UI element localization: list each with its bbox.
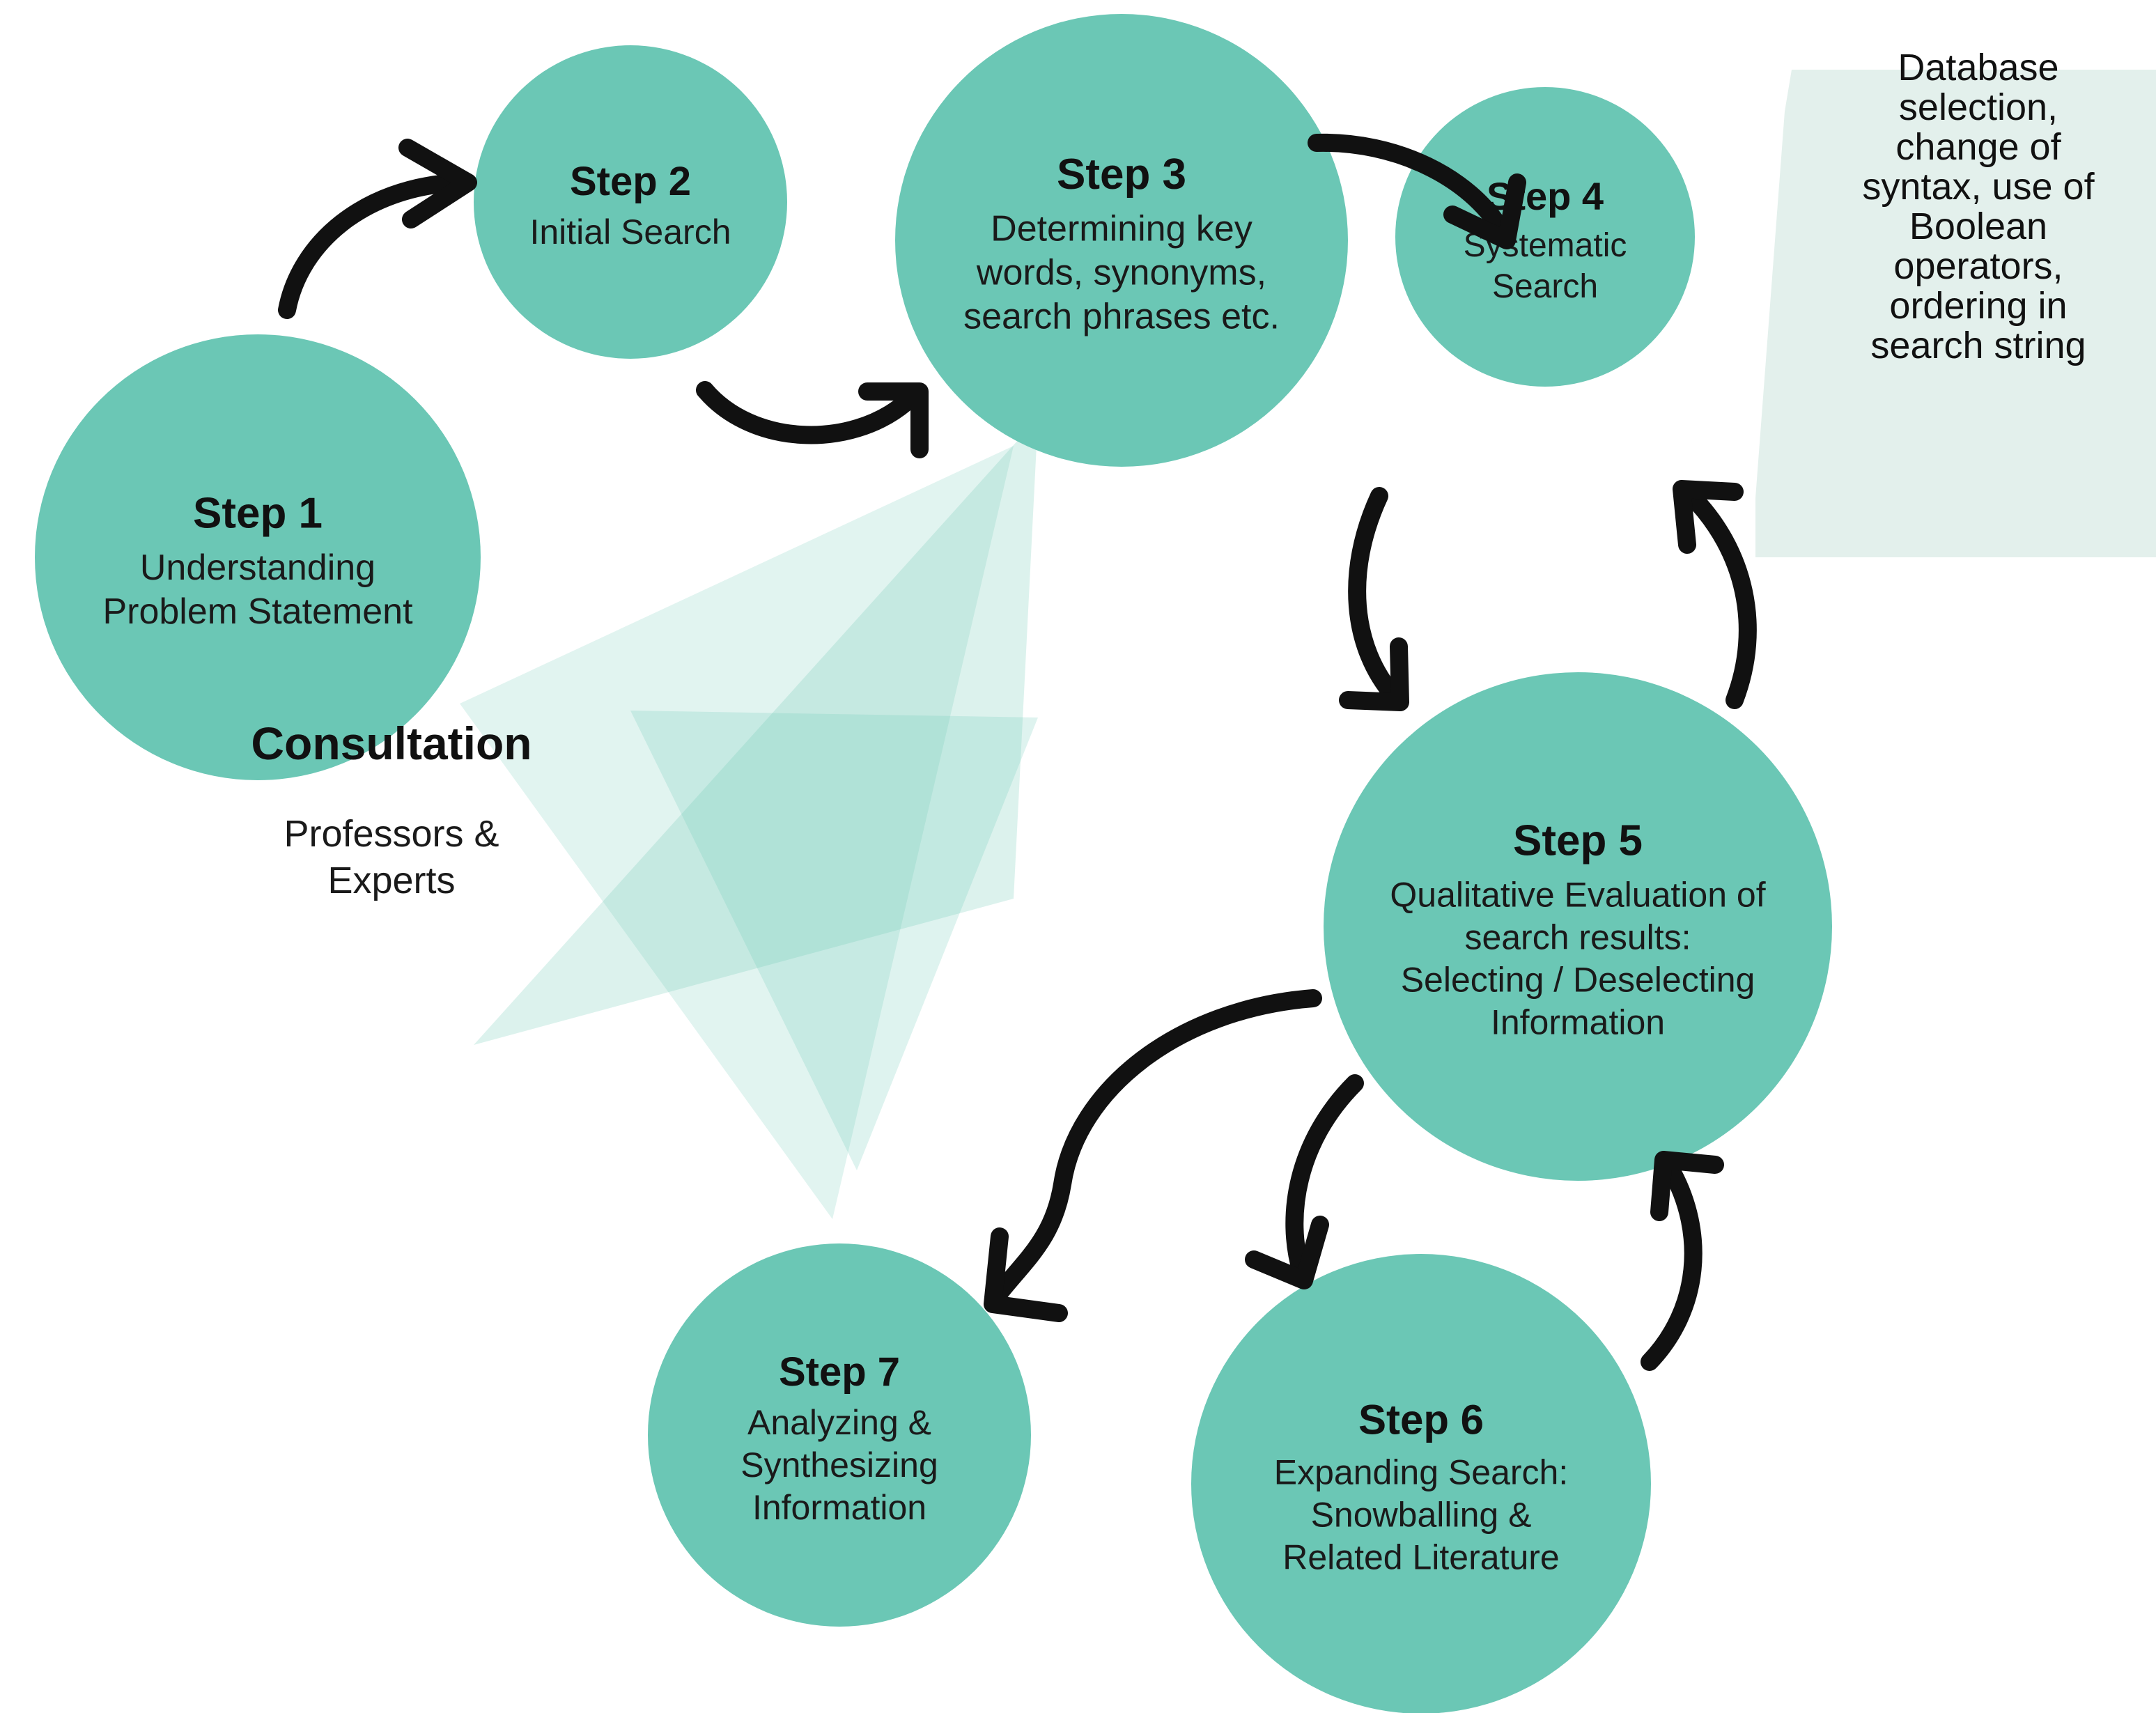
consultation-triangle-right — [474, 418, 1038, 1045]
callout-line: operators, — [1893, 245, 2063, 287]
consultation-triangle-cluster — [460, 418, 1038, 1219]
step1-title: Step 1 — [193, 490, 323, 538]
consultation-triangle-center — [630, 711, 1038, 1170]
arrow-step5-to-step4 — [1673, 480, 1757, 709]
step3-circle[interactable] — [895, 14, 1348, 467]
callout-line: change of — [1895, 126, 2061, 168]
step7-node[interactable]: Step 7 Analyzing & Synthesizing Informat… — [648, 1243, 1031, 1627]
step6-title: Step 6 — [1358, 1397, 1484, 1443]
step6-subtitle-line: Expanding Search: — [1274, 1453, 1569, 1492]
step6-circle[interactable] — [1191, 1254, 1651, 1713]
consultation-subtitle-line: Professors & — [284, 813, 499, 855]
arrow-head — [398, 139, 477, 228]
callout-line: syntax, use of — [1862, 166, 2095, 208]
arrow-step3-to-step4 — [1308, 133, 1526, 249]
step2-subtitle-line: Initial Search — [529, 212, 731, 251]
arrow-head — [858, 382, 929, 458]
callout-line: Boolean — [1909, 206, 2047, 247]
step1-subtitle-line: Problem Statement — [102, 591, 413, 632]
arrow-path — [1308, 133, 1510, 239]
callout-line: search string — [1870, 325, 2086, 366]
arrow-path — [696, 381, 915, 444]
arrow-head — [984, 1227, 1068, 1322]
arrow-head — [1339, 637, 1409, 711]
step7-subtitle-line: Analyzing & — [747, 1403, 931, 1442]
consultation-subtitle-line: Experts — [327, 860, 455, 901]
arrow-step6-to-step5 — [1641, 1151, 1724, 1371]
step4-node[interactable]: Step 4 Systematic Search — [1395, 87, 1695, 387]
arrow-step2-to-step3 — [696, 381, 929, 458]
step7-title: Step 7 — [779, 1349, 900, 1395]
step2-node[interactable]: Step 2 Initial Search — [474, 45, 787, 359]
step5-title: Step 5 — [1513, 817, 1643, 865]
step6-node[interactable]: Step 6 Expanding Search: Snowballing & R… — [1191, 1254, 1651, 1713]
step6-subtitle-line: Related Literature — [1282, 1538, 1559, 1577]
callout-shape — [1755, 70, 2156, 557]
step7-subtitle-line: Synthesizing — [740, 1445, 938, 1485]
callout-database-selection: Database selection, change of syntax, us… — [1755, 47, 2156, 557]
consultation-triangle-left — [460, 446, 1014, 1219]
callout-line: ordering in — [1889, 285, 2067, 327]
arrow-head — [1673, 480, 1744, 554]
arrow-head — [1650, 1151, 1724, 1221]
step5-subtitle-line: search results: — [1464, 918, 1691, 957]
step4-circle[interactable] — [1395, 87, 1695, 387]
arrow-path — [1348, 487, 1404, 706]
step5-subtitle-line: Selecting / Deselecting — [1401, 961, 1755, 1000]
arrow-path — [278, 173, 465, 319]
arrow-head — [1443, 173, 1526, 249]
arrow-step4-to-step5 — [1339, 487, 1409, 711]
arrow-step5-to-step7 — [984, 989, 1322, 1322]
consultation-label-group: Consultation Professors & Experts — [251, 718, 532, 901]
step5-subtitle-line: Information — [1491, 1003, 1665, 1042]
callout-line: Database — [1898, 47, 2058, 88]
arrow-path — [1285, 1074, 1364, 1280]
arrow-step5-to-step6 — [1245, 1074, 1364, 1289]
callout-line: selection, — [1899, 86, 2058, 128]
step5-circle[interactable] — [1324, 672, 1832, 1181]
step2-circle[interactable] — [474, 45, 787, 359]
step1-node[interactable]: Step 1 Understanding Problem Statement — [35, 334, 481, 780]
step3-node[interactable]: Step 3 Determining key words, synonyms, … — [895, 14, 1348, 467]
step5-node[interactable]: Step 5 Qualitative Evaluation of search … — [1324, 672, 1832, 1181]
arrow-step1-to-step2 — [278, 139, 477, 319]
consultation-title: Consultation — [251, 718, 532, 769]
step3-subtitle-line: Determining key — [991, 209, 1253, 249]
step1-circle[interactable] — [35, 334, 481, 780]
step3-subtitle-line: search phrases etc. — [963, 297, 1280, 337]
arrow-path — [1641, 1160, 1703, 1371]
step2-title: Step 2 — [570, 159, 691, 204]
arrow-path — [1682, 487, 1757, 709]
step7-circle[interactable] — [648, 1243, 1031, 1627]
step5-subtitle-line: Qualitative Evaluation of — [1390, 876, 1765, 915]
arrow-head — [1245, 1216, 1329, 1289]
step7-subtitle-line: Information — [752, 1488, 926, 1527]
step4-subtitle-line: Search — [1492, 268, 1598, 305]
arrow-path — [987, 989, 1322, 1306]
step3-subtitle-line: words, synonyms, — [976, 253, 1266, 293]
arrow-layer — [278, 133, 1757, 1371]
step6-subtitle-line: Snowballing & — [1311, 1496, 1532, 1535]
step1-subtitle-line: Understanding — [140, 548, 375, 588]
step3-title: Step 3 — [1057, 150, 1186, 199]
